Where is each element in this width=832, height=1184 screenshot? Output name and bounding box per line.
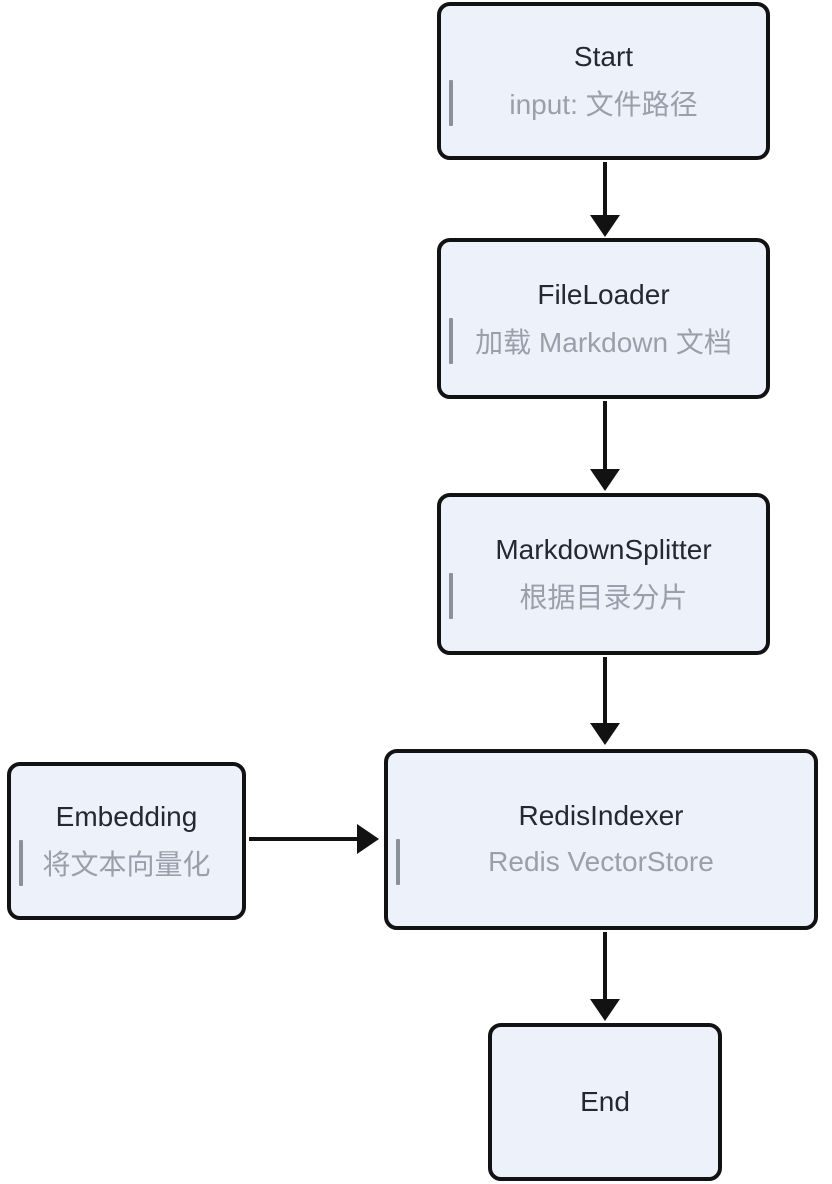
arrow-shaft	[603, 162, 607, 217]
node-start-subtitle: input: 文件路径	[509, 89, 698, 120]
arrow-shaft	[603, 932, 607, 1001]
arrowhead-down-icon	[590, 999, 620, 1021]
node-end: End	[488, 1023, 722, 1181]
quote-bar	[449, 317, 453, 364]
node-end-title: End	[580, 1086, 630, 1117]
node-fileloader: FileLoader 加载 Markdown 文档	[437, 238, 770, 399]
node-embedding-subtitle-row: 将文本向量化	[11, 839, 242, 887]
arrow-shaft	[603, 401, 607, 471]
node-embedding-subtitle: 将文本向量化	[42, 849, 211, 880]
node-fileloader-subtitle: 加载 Markdown 文档	[475, 326, 732, 358]
node-fileloader-title: FileLoader	[537, 278, 670, 310]
quote-bar	[396, 838, 400, 885]
arrowhead-down-icon	[590, 469, 620, 491]
node-markdownsplitter: MarkdownSplitter 根据目录分片	[437, 493, 770, 655]
node-start: Start input: 文件路径	[437, 2, 770, 160]
node-markdownsplitter-subtitle-row: 根据目录分片	[441, 572, 766, 620]
node-markdownsplitter-title: MarkdownSplitter	[495, 534, 712, 565]
arrow-start-to-fileloader	[590, 162, 620, 237]
node-redisindexer-title: RedisIndexer	[518, 799, 684, 831]
node-redisindexer-subtitle: Redis VectorStore	[488, 845, 714, 877]
quote-bar	[449, 80, 453, 126]
node-fileloader-subtitle-row: 加载 Markdown 文档	[441, 317, 766, 365]
arrow-shaft	[603, 657, 607, 725]
quote-bar	[449, 573, 453, 619]
node-start-subtitle-row: input: 文件路径	[441, 79, 766, 127]
node-markdownsplitter-subtitle: 根据目录分片	[519, 582, 688, 613]
arrow-redisindexer-to-end	[590, 932, 620, 1021]
node-embedding-title: Embedding	[55, 801, 198, 832]
arrow-shaft	[249, 837, 359, 841]
node-embedding: Embedding 将文本向量化	[7, 762, 246, 920]
arrow-markdownsplitter-to-redisindexer	[590, 657, 620, 745]
arrowhead-down-icon	[590, 215, 620, 237]
quote-bar	[19, 840, 23, 886]
arrow-fileloader-to-markdownsplitter	[590, 401, 620, 491]
node-redisindexer: RedisIndexer Redis VectorStore	[384, 749, 818, 930]
node-start-title: Start	[573, 41, 634, 72]
node-redisindexer-subtitle-row: Redis VectorStore	[388, 838, 814, 886]
arrow-embedding-to-redisindexer	[249, 824, 379, 854]
arrowhead-right-icon	[357, 824, 379, 854]
arrowhead-down-icon	[590, 723, 620, 745]
